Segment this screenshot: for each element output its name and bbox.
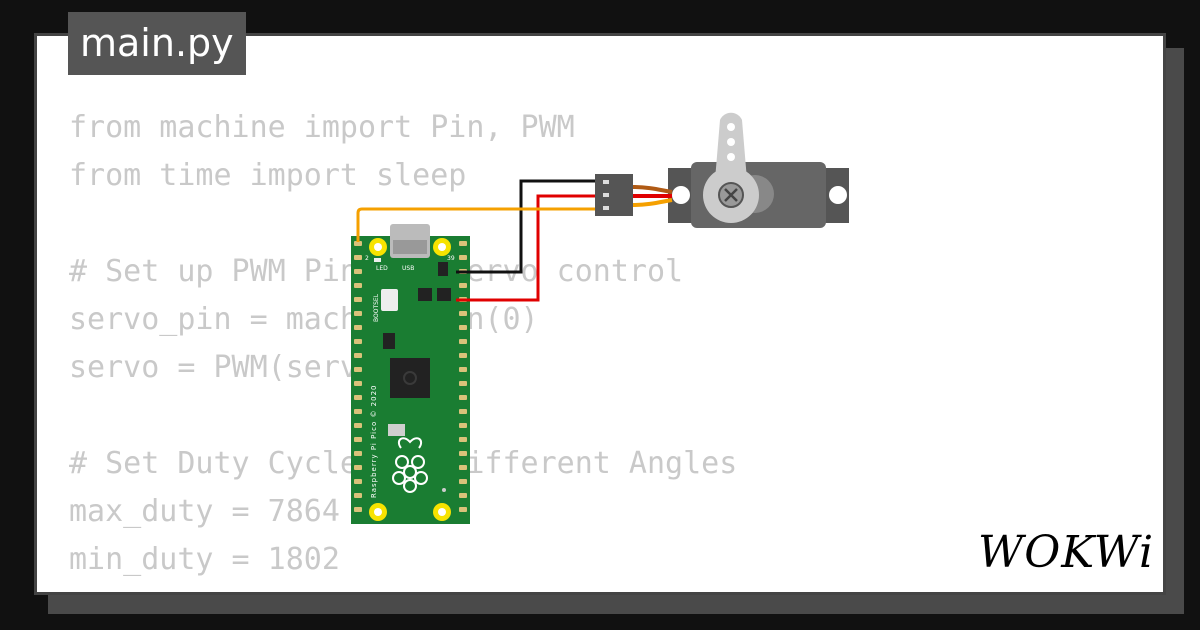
code-line: max_duty = 7864 (69, 494, 340, 529)
raspberry-pi-pico-board[interactable]: LED USB 2 39 BOOTSEL Raspberry Pi Pico ©… (351, 224, 470, 524)
gpio-pin[interactable] (459, 339, 467, 344)
gpio-pin[interactable] (354, 465, 362, 470)
gpio-pin[interactable] (459, 241, 467, 246)
gpio-pin[interactable] (354, 353, 362, 358)
gpio-pin[interactable] (354, 297, 362, 302)
gpio-pin[interactable] (354, 479, 362, 484)
gpio-pin[interactable] (459, 255, 467, 260)
gpio-pin[interactable] (354, 437, 362, 442)
servo-horn-hole (727, 123, 735, 131)
gpio-pin[interactable] (459, 437, 467, 442)
servo-leads (631, 185, 673, 207)
gpio-pin[interactable] (459, 423, 467, 428)
gpio-pin[interactable] (459, 465, 467, 470)
pin-label: 2 (365, 255, 369, 262)
servo-mount-hole-left (672, 186, 690, 204)
gpio-pin[interactable] (354, 339, 362, 344)
gpio-pin[interactable] (354, 283, 362, 288)
code-line: from machine import Pin, PWM (69, 110, 575, 145)
bootsel-button (381, 289, 398, 311)
gpio-pin[interactable] (459, 353, 467, 358)
wokwi-logo: WOKWi (978, 527, 1155, 578)
gpio-pin[interactable] (459, 283, 467, 288)
rp2040-chip (390, 358, 430, 398)
bootsel-label: BOOTSEL (373, 293, 380, 322)
gpio-pin[interactable] (354, 367, 362, 372)
led-label: LED (376, 265, 388, 272)
gpio-pin[interactable] (459, 409, 467, 414)
gpio-pin[interactable] (459, 367, 467, 372)
code-line: from time import sleep (69, 158, 467, 193)
gpio-pin[interactable] (459, 451, 467, 456)
gpio-pin[interactable] (459, 325, 467, 330)
gpio-pin[interactable] (459, 479, 467, 484)
led (374, 258, 381, 262)
preview-card: from machine import Pin, PWM from time im… (34, 33, 1166, 595)
gpio-pin[interactable] (354, 493, 362, 498)
code-line: half_duty = int(max_duty/2) (69, 584, 737, 592)
gpio-pin[interactable] (354, 423, 362, 428)
pin-label: 39 (447, 255, 455, 262)
gpio-pin[interactable] (354, 409, 362, 414)
servo-connector[interactable] (595, 174, 633, 216)
file-tab[interactable]: main.py (68, 12, 246, 75)
servo-screw-cross (724, 188, 738, 202)
gpio-pin[interactable] (459, 381, 467, 386)
gpio-pin[interactable] (459, 507, 467, 512)
gpio-pin[interactable] (354, 241, 362, 246)
wire-orange-signal (356, 207, 595, 242)
gpio-pin[interactable] (459, 395, 467, 400)
wire-red-power (456, 194, 595, 302)
raspberry-logo (392, 437, 428, 493)
wires (356, 179, 595, 302)
servo-horn-hole (727, 138, 735, 146)
gpio-pin-header[interactable] (354, 241, 467, 512)
gpio-pin[interactable] (354, 451, 362, 456)
gpio-pin[interactable] (354, 255, 362, 260)
gpio-pin[interactable] (459, 311, 467, 316)
pico-silkscreen: Raspberry Pi Pico © 2020 (370, 385, 378, 499)
gpio-pin[interactable] (354, 311, 362, 316)
gpio-pin[interactable] (354, 325, 362, 330)
wire-black-gnd (456, 179, 595, 274)
servo-motor[interactable] (668, 112, 849, 228)
gpio-pin[interactable] (354, 269, 362, 274)
servo-mount-hole-right (829, 186, 847, 204)
code-line: min_duty = 1802 (69, 542, 340, 577)
gpio-pin[interactable] (459, 493, 467, 498)
servo-horn-hole (727, 153, 735, 161)
gpio-pin[interactable] (354, 395, 362, 400)
usb-label: USB (402, 265, 414, 272)
gpio-pin[interactable] (354, 507, 362, 512)
gpio-pin[interactable] (354, 381, 362, 386)
